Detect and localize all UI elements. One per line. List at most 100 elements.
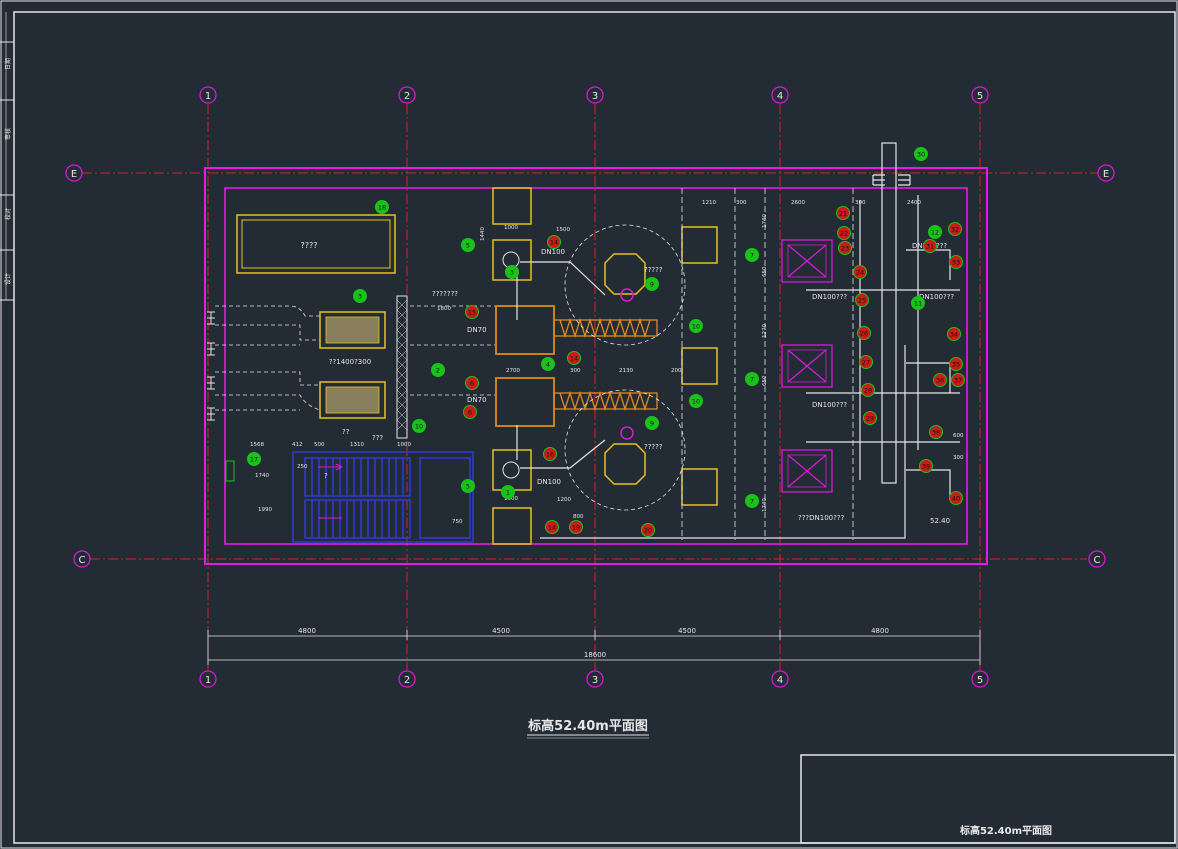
axis-label-e: E	[71, 169, 77, 180]
dim-text: 1000	[504, 225, 518, 231]
callout-bubble: 29	[863, 411, 877, 425]
callout-bubble: 6	[463, 405, 477, 419]
callout-bubble: 7	[745, 248, 759, 262]
callout-number: 5	[466, 483, 470, 491]
callout-circle	[911, 296, 925, 310]
dim-total: 18600	[584, 651, 606, 659]
dim-text: 300	[570, 368, 581, 374]
grating-hatch	[396, 299, 408, 431]
callout-number: 34	[950, 331, 958, 339]
callout-bubble: 24	[853, 265, 867, 279]
callout-bubble: 5	[461, 238, 475, 252]
dim-text: 2700	[506, 368, 520, 374]
pipes	[516, 261, 906, 539]
callout-bubble: 10	[412, 419, 426, 433]
callout-bubble: 23	[838, 241, 852, 255]
axis-label-5: 5	[977, 91, 983, 102]
grating-wall	[396, 295, 408, 439]
callout-bubble: 27	[859, 355, 873, 369]
dim-text: 1740	[255, 473, 269, 479]
callout-circle	[745, 248, 759, 262]
dimension-lines	[207, 630, 981, 665]
axis-label-e: E	[1103, 169, 1109, 180]
callout-circle	[949, 357, 963, 371]
dim-text: 650	[762, 375, 768, 386]
callout-circle	[919, 459, 933, 473]
storage-tank: ????	[236, 214, 396, 274]
dim-text: 300	[736, 200, 747, 206]
dim-text: 1440	[480, 227, 486, 241]
callout-circle	[929, 425, 943, 439]
callout-circle	[541, 357, 555, 371]
side-label: 日期	[4, 58, 12, 70]
dim-text: 600	[953, 433, 964, 439]
callout-bubble: 38	[929, 425, 943, 439]
dim-text: 1200	[557, 497, 571, 503]
callout-bubble: 2	[431, 363, 445, 377]
callout-bubble: 10	[689, 394, 703, 408]
callout-bubble: 14	[547, 235, 561, 249]
annotation: ???	[372, 434, 383, 442]
drawing-frame	[13, 11, 1176, 844]
callout-bubble: 34	[947, 327, 961, 341]
callout-circle	[465, 376, 479, 390]
manifold-pipe	[806, 142, 960, 500]
callout-circle	[837, 226, 851, 240]
callout-bubble: 10	[689, 319, 703, 333]
callout-circle	[645, 416, 659, 430]
callout-bubble: 5	[461, 479, 475, 493]
pipe-label: ???DN100???	[798, 514, 845, 522]
dim-text: 1500	[556, 227, 570, 233]
axis-label-1: 1	[205, 675, 211, 686]
callout-number: 10	[692, 398, 700, 406]
dim-text: 500	[314, 442, 325, 448]
callout-number: 19	[572, 524, 580, 532]
small-equipment	[225, 460, 235, 482]
callout-number: 6	[468, 409, 472, 417]
dim-span: 4500	[678, 627, 696, 635]
callout-bubble: 30	[914, 147, 928, 161]
callout-bubble: 6	[465, 376, 479, 390]
side-label: 审核	[4, 128, 12, 140]
dim-text: 1310	[350, 442, 364, 448]
axis-label-4: 4	[777, 91, 783, 102]
callout-bubble: 28	[861, 383, 875, 397]
axis-label-c: C	[79, 555, 86, 566]
callout-bubble: 22	[837, 226, 851, 240]
dim-span: 4500	[492, 627, 510, 635]
callout-number: 27	[862, 359, 870, 367]
callout-number: 30	[917, 151, 925, 159]
callout-bubble: 1	[501, 485, 515, 499]
callout-number: 7	[750, 376, 754, 384]
callout-bubble: 14	[567, 351, 581, 365]
callout-bubble: 32	[948, 222, 962, 236]
callout-circle	[859, 355, 873, 369]
callout-circle	[689, 319, 703, 333]
callout-circle	[547, 235, 561, 249]
dim-text: 650	[762, 266, 768, 277]
callout-number: 5	[466, 242, 470, 250]
side-label: 校对	[4, 208, 12, 220]
title-block-caption: 标高52.40m平面图	[959, 824, 1052, 837]
dim-text: 300	[855, 200, 866, 206]
callout-number: 17	[250, 456, 258, 464]
callout-number: 9	[650, 420, 654, 428]
callout-number: 6	[470, 380, 474, 388]
room-inner-wall	[224, 187, 968, 545]
callout-circle	[838, 241, 852, 255]
wall-openings	[207, 311, 215, 421]
dim-text: 200	[671, 368, 682, 374]
dim-span: 4800	[298, 627, 316, 635]
callout-number: 3	[510, 269, 514, 277]
callout-circle	[461, 238, 475, 252]
callout-bubble: 36	[933, 373, 947, 387]
callout-circle	[689, 394, 703, 408]
dim-text: 800	[573, 514, 584, 520]
axis-label-2: 2	[404, 675, 410, 686]
sedimentation-circle	[564, 224, 686, 511]
filter-box	[781, 239, 833, 493]
callout-number: 33	[952, 259, 960, 267]
callout-circle	[567, 351, 581, 365]
callout-circle	[353, 289, 367, 303]
